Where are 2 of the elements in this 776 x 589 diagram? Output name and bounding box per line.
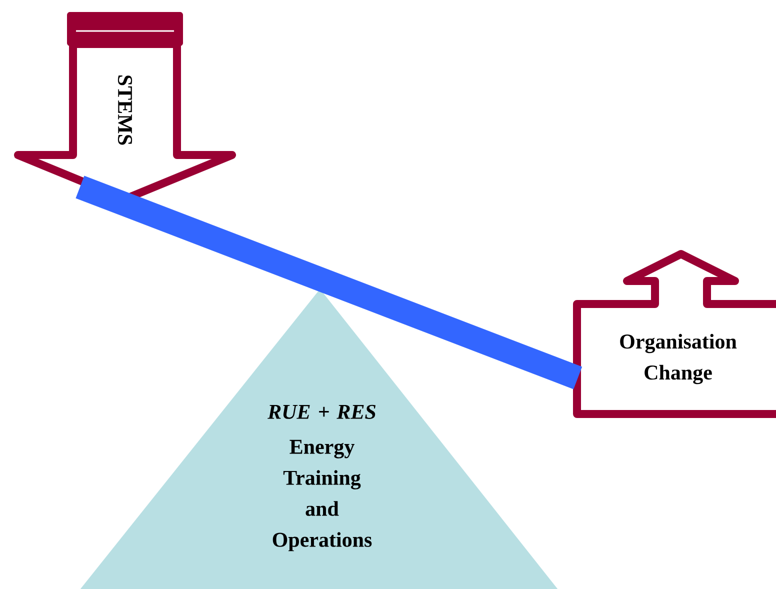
lever-beam <box>76 176 582 390</box>
fulcrum-triangle: RUE + RES Energy Training and Operations <box>78 289 560 589</box>
